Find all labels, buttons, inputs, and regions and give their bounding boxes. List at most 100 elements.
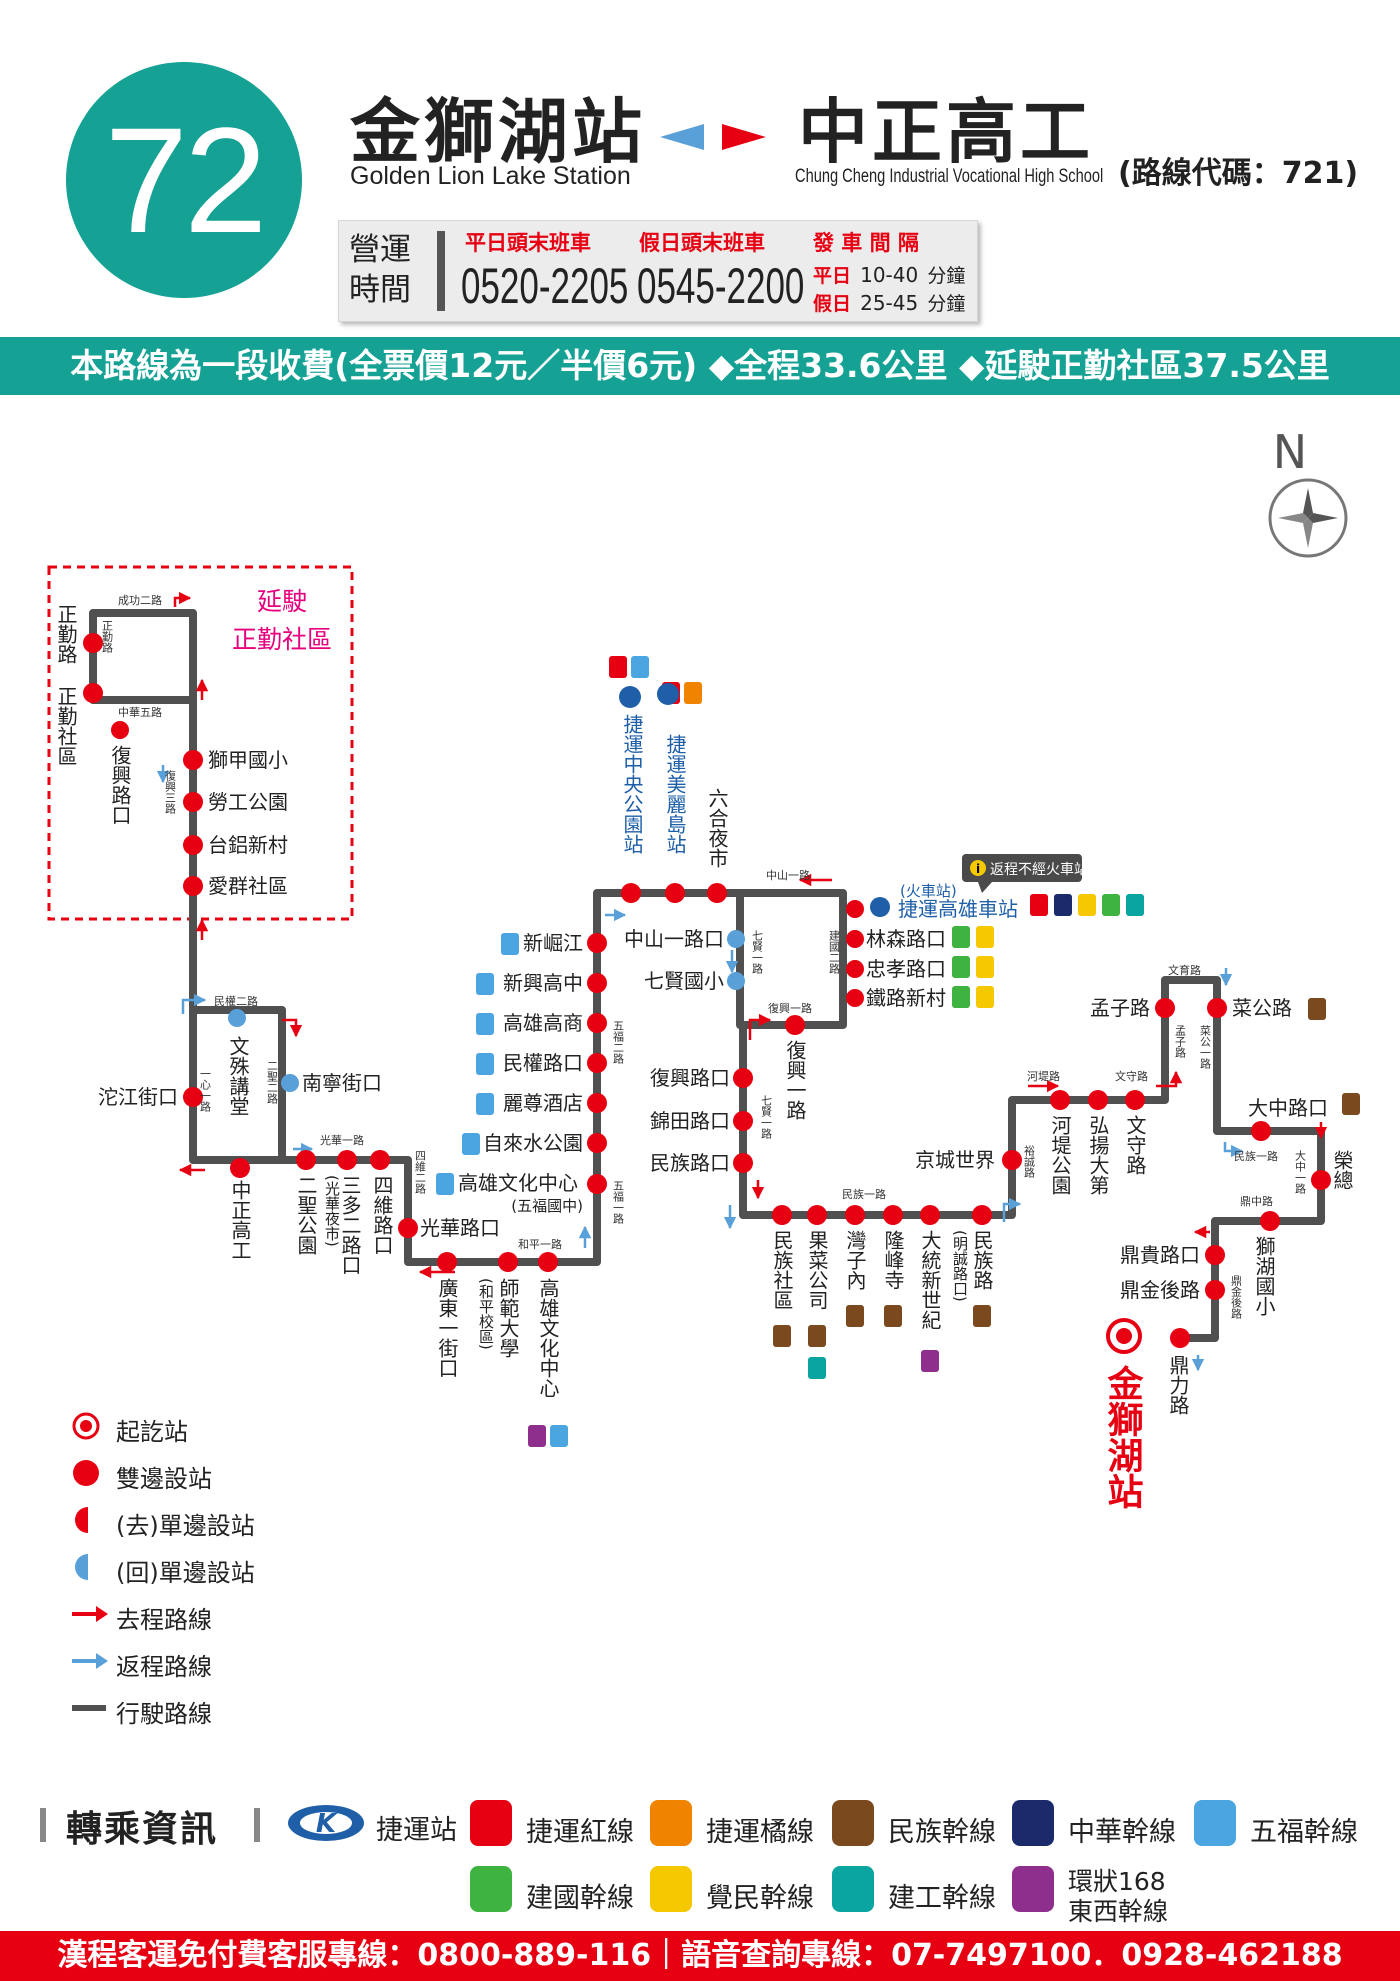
label-dazhong: 大中路口 xyxy=(1248,1096,1328,1120)
stop-dot-lizun xyxy=(587,1093,607,1113)
label-tuojiang: 沱江街口 xyxy=(98,1085,178,1109)
horizontal-stop-labels: 獅甲國小 勞工公園 台鋁新村 愛群社區 南寧街口 沱江街口 光華路口 高雄文化中… xyxy=(98,748,1328,1302)
label-siwei: 四維路口 xyxy=(370,1175,394,1255)
stop-dot-xinxing xyxy=(587,973,607,993)
stop-dot-aiqun xyxy=(183,876,203,896)
holiday-interval-row: 假日 25-45 分鐘 xyxy=(813,289,965,316)
label-terminal: 金獅湖站 xyxy=(1102,1364,1145,1509)
label-ersheng: 二聖公園 xyxy=(294,1175,318,1255)
label-zhongshan-1rd: 中山一路口 xyxy=(624,927,724,951)
stop-dot-hongyang xyxy=(1088,1090,1108,1110)
label-wenshu: 文殊講堂 xyxy=(226,1036,250,1116)
stop-dot-minquan xyxy=(587,1053,607,1073)
legend-terminal-icon xyxy=(72,1412,100,1440)
stop-dot-dingjin-back xyxy=(1205,1280,1225,1300)
transfer-juemin: 覺民幹線 xyxy=(706,1883,814,1914)
label-zhongxiao: 忠孝路口 xyxy=(866,957,946,981)
label-nanning: 南寧街口 xyxy=(302,1071,382,1095)
label-minzu-kou: 民族路口 xyxy=(650,1151,730,1175)
label-fuxing-1rd: 復興一路 xyxy=(783,1040,807,1120)
stop-dot-linsen xyxy=(846,930,864,948)
road-qixian-b: 七賢一路 xyxy=(760,1095,773,1140)
stop-dot-tuojiang xyxy=(183,1087,203,1107)
road-qixian: 七賢一路 xyxy=(751,930,764,975)
label-railway: 鐵路新村 xyxy=(866,986,946,1010)
route-number-badge: 72 xyxy=(66,62,302,298)
stop-dot-siwei xyxy=(370,1150,390,1170)
label-aiqun: 愛群社區 xyxy=(208,874,288,898)
road-chenggong: 成功二路 xyxy=(118,594,162,607)
label-normal-note: (和平校區) xyxy=(477,1278,495,1350)
label-dinggui: 鼎貴路口 xyxy=(1120,1243,1200,1267)
label-xinjue: 新崛江 xyxy=(523,931,583,955)
stop-dot-zhongxiao xyxy=(846,960,864,978)
transfer-wufu: 五福幹線 xyxy=(1250,1817,1358,1848)
label-tailu: 台鋁新村 xyxy=(208,833,288,857)
road-wufu-1rd: 五福一路 xyxy=(612,1180,625,1225)
road-dingjin: 鼎金後路 xyxy=(1230,1275,1243,1320)
destination-name-en: Chung Cheng Industrial Vocational High S… xyxy=(795,166,1104,187)
label-fruit: 果菜公司 xyxy=(805,1230,829,1310)
label-cultural-note: (五福國中) xyxy=(511,1197,583,1215)
legend-return: 返程路線 xyxy=(116,1653,212,1681)
fare-info-band: 本路線為一段收費(全票價12元／半價6元) ◆全程33.6公里 ◆延駛正勤社區3… xyxy=(0,337,1400,395)
road-wenyu: 文育路 xyxy=(1168,963,1201,977)
route-map: N 延駛 正勤社區 xyxy=(47,425,1360,1509)
stop-dot-fuxing-rd-stop xyxy=(733,1068,753,1088)
legend-return-arrow-icon xyxy=(72,1653,108,1669)
stop-dot-liuhe xyxy=(707,883,727,903)
stop-dots xyxy=(83,633,1331,1348)
label-dingli: 鼎力路 xyxy=(1166,1355,1190,1415)
road-caigong: 菜公一路 xyxy=(1199,1025,1212,1070)
loop-bus-icon xyxy=(1012,1866,1054,1912)
legend-both-sides: 雙邊設站 xyxy=(116,1465,212,1493)
stop-dot-ronghe xyxy=(1311,1170,1331,1190)
legend-route-line-icon xyxy=(72,1705,106,1711)
weekday-title: 平日頭末班車 xyxy=(465,231,591,255)
label-cultural: 高雄文化中心 xyxy=(536,1278,560,1398)
extension-label-1: 延駛 xyxy=(257,587,307,616)
zhonghua-bus-icon xyxy=(1012,1800,1054,1846)
transfer-zhonghua: 中華幹線 xyxy=(1068,1817,1176,1848)
label-formosa: 捷運美麗島站 xyxy=(663,734,687,854)
label-qixian: 七賢國小 xyxy=(644,969,724,993)
orange-line-bus-icon xyxy=(650,1800,692,1846)
label-kaohsiung-hs: 高雄高商 xyxy=(503,1011,583,1035)
holiday-tag: 假日 xyxy=(813,293,852,315)
road-wufu-2rd: 五福二路 xyxy=(612,1020,625,1065)
stop-dot-formosa xyxy=(665,883,685,903)
weekday-tag: 平日 xyxy=(813,265,852,287)
transfer-loop-1: 環狀168 xyxy=(1068,1867,1166,1896)
red-line-bus-icon xyxy=(470,1800,512,1846)
stop-dot-mengzi xyxy=(1155,998,1175,1018)
label-zhongzheng-hs: 中正高工 xyxy=(228,1180,252,1260)
map-bus-icons xyxy=(436,656,1360,1447)
notice-text: 返程不經火車站 xyxy=(990,861,1088,878)
terminal-marker xyxy=(1106,1318,1142,1354)
stop-dot-water-park xyxy=(587,1133,607,1153)
jianguo-bus-icon xyxy=(470,1866,512,1912)
origin-name-en: Golden Lion Lake Station xyxy=(350,162,631,190)
label-minzu-rd-note: (明誠路口) xyxy=(951,1230,969,1302)
holiday-interval: 25-45 xyxy=(860,291,919,315)
hours-divider xyxy=(437,231,445,311)
stop-dot-dazhong xyxy=(1251,1121,1271,1141)
transfer-minzu: 民族幹線 xyxy=(888,1817,996,1848)
label-liuhe: 六合夜市 xyxy=(705,788,729,868)
direction-arrows-icon xyxy=(660,124,766,150)
weekday-interval: 10-40 xyxy=(860,263,919,287)
road-guanghua: 光華一路 xyxy=(320,1133,364,1147)
extension-label-2: 正勤社區 xyxy=(232,625,332,654)
hours-label-1: 營運 xyxy=(349,232,411,268)
legend-outbound-arrow-icon xyxy=(72,1606,108,1622)
label-train-note: (火車站) xyxy=(900,882,957,900)
stop-dot-jintian xyxy=(733,1111,753,1131)
road-fuxing-1rd: 復興一路 xyxy=(768,1002,812,1015)
stop-dot-minzu-kou xyxy=(733,1153,753,1173)
road-minzu: 民族一路 xyxy=(842,1187,886,1201)
stop-dot-wenshou xyxy=(1125,1090,1145,1110)
transfer-jianguo: 建國幹線 xyxy=(526,1883,634,1914)
stop-dot-longfeng xyxy=(883,1205,903,1225)
operating-hours-box: 營運 時間 平日頭末班車 0520-2205 假日頭末班車 0545-2200 … xyxy=(338,220,978,322)
transfer-red: 捷運紅線 xyxy=(526,1817,634,1848)
